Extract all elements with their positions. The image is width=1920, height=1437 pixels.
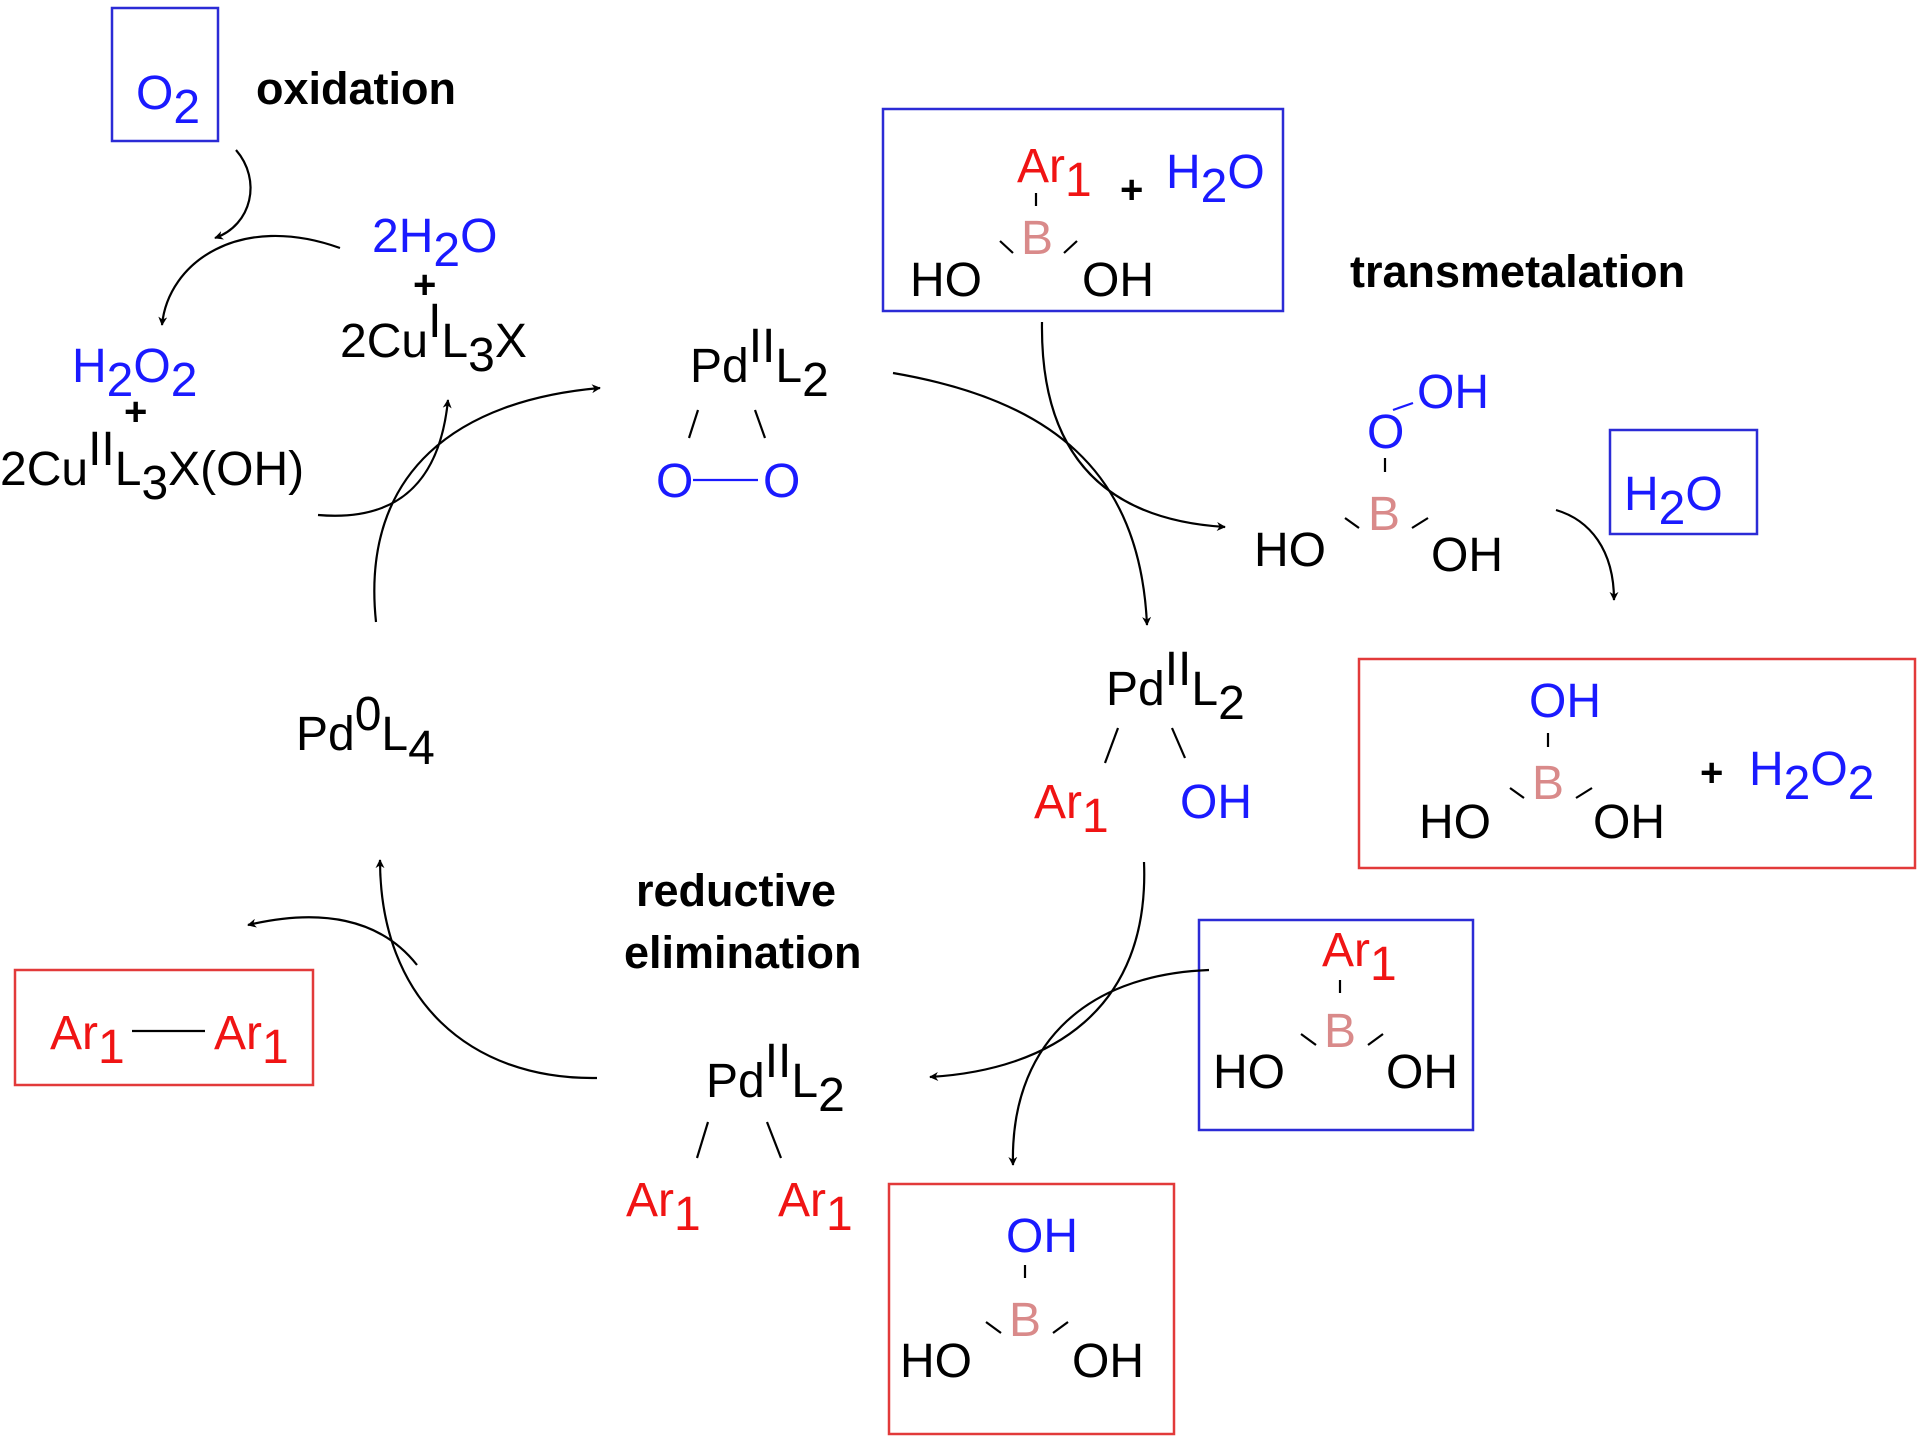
svg-text:OH: OH xyxy=(1072,1335,1144,1388)
svg-text:B: B xyxy=(1009,1294,1041,1347)
second-transmetalation-arrow xyxy=(929,861,1146,1082)
svg-text:+: + xyxy=(124,390,147,434)
svg-text:+: + xyxy=(1700,751,1723,795)
svg-text:OH: OH xyxy=(1082,254,1154,307)
svg-text:HO: HO xyxy=(1254,524,1326,577)
palladium-peroxo-complex: PdIIL2 O O xyxy=(656,320,829,508)
boric-acid-box xyxy=(887,1182,1176,1436)
product-box xyxy=(1357,657,1917,870)
svg-text:Ar1: Ar1 xyxy=(50,1007,125,1074)
boric-acid-release-arrow xyxy=(1008,968,1210,1166)
svg-text:OH: OH xyxy=(1417,366,1489,419)
svg-text:Ar1: Ar1 xyxy=(214,1007,289,1074)
oxidative-addition-arrow xyxy=(373,384,601,623)
copper-i-species: 2H2O + 2CuIL3X xyxy=(340,210,527,382)
peroxyboron-intermediate: O OH B HO OH xyxy=(1254,366,1503,582)
water-label: 2H2O xyxy=(372,210,497,277)
oxygen-reagent: O2 xyxy=(110,6,220,143)
boronic-acid-reagent: Ar1 B HO OH xyxy=(1197,918,1475,1132)
boronic-acid-box xyxy=(1197,918,1475,1132)
svg-text:H2O2: H2O2 xyxy=(1749,743,1874,810)
reductive-elimination-arrow xyxy=(375,859,598,1080)
oxidation-label: oxidation xyxy=(256,63,456,114)
reaction-arrows xyxy=(158,149,1619,1166)
boric-acid-product: OH B HO OH xyxy=(887,1182,1176,1436)
water-byproduct: H2O xyxy=(1608,428,1759,536)
svg-text:OH: OH xyxy=(1431,529,1503,582)
svg-text:B: B xyxy=(1021,212,1053,265)
svg-text:O: O xyxy=(1367,406,1404,459)
transmetalation-label: transmetalation xyxy=(1350,246,1685,297)
svg-text:OH: OH xyxy=(1006,1210,1078,1263)
svg-text:O: O xyxy=(656,455,693,508)
boric-acid-peroxide-product: OH B HO OH + H2O2 xyxy=(1357,657,1917,870)
svg-text:Ar1: Ar1 xyxy=(1322,924,1397,991)
svg-text:Ar1: Ar1 xyxy=(1017,140,1092,207)
svg-text:OH: OH xyxy=(1593,796,1665,849)
biaryl-box xyxy=(13,968,315,1087)
palladium-diaryl-complex: PdIIL2 Ar1 Ar1 xyxy=(626,1035,853,1241)
svg-text:B: B xyxy=(1532,757,1564,810)
copper-oxidation-arrow xyxy=(158,234,341,326)
svg-text:Ar1: Ar1 xyxy=(1034,776,1109,843)
svg-text:Ar1: Ar1 xyxy=(778,1174,853,1241)
biaryl-release-arrow xyxy=(247,916,418,966)
reagent-box xyxy=(881,107,1285,313)
svg-text:OH: OH xyxy=(1180,776,1252,829)
hydrogen-peroxide-label: H2O2 xyxy=(72,340,197,407)
svg-text:B: B xyxy=(1368,488,1400,541)
oxygen-arrow xyxy=(214,149,252,240)
svg-text:O2: O2 xyxy=(136,67,200,134)
copper-ii-species: H2O2 + 2CuIIL3X(OH) xyxy=(0,340,304,510)
svg-text:B: B xyxy=(1324,1005,1356,1058)
palladium-zero-complex: Pd0L4 xyxy=(296,688,435,775)
transmetalation-arrow xyxy=(892,371,1152,626)
copper-ii-label: 2CuIIL3X(OH) xyxy=(0,423,304,510)
svg-text:HO: HO xyxy=(900,1335,972,1388)
elimination-label: elimination xyxy=(624,927,862,978)
palladium-aryl-hydroxo-complex: PdIIL2 Ar1 OH xyxy=(1034,643,1252,843)
copper-i-label: 2CuIL3X xyxy=(340,295,527,382)
boronic-acid-uptake-arrow xyxy=(1040,321,1226,531)
svg-text:Ar1: Ar1 xyxy=(626,1174,701,1241)
boronic-acid-water-reagent: Ar1 B HO OH + H2O xyxy=(881,107,1285,313)
water-box xyxy=(1608,428,1759,536)
svg-text:HO: HO xyxy=(1419,796,1491,849)
water-release-arrow xyxy=(1555,508,1619,601)
svg-text:HO: HO xyxy=(910,254,982,307)
svg-text:+: + xyxy=(1120,168,1143,212)
svg-text:OH: OH xyxy=(1386,1046,1458,1099)
svg-text:PdIIL2: PdIIL2 xyxy=(690,320,829,407)
svg-text:H2O: H2O xyxy=(1624,468,1723,535)
reductive-label: reductive xyxy=(636,865,836,916)
svg-text:HO: HO xyxy=(1213,1046,1285,1099)
copper-regeneration-arrow xyxy=(317,399,452,517)
svg-text:O: O xyxy=(763,455,800,508)
svg-text:PdIIL2: PdIIL2 xyxy=(1106,643,1245,730)
svg-text:PdIIL2: PdIIL2 xyxy=(706,1035,845,1122)
svg-text:H2O: H2O xyxy=(1166,146,1265,213)
biaryl-product: Ar1 Ar1 xyxy=(13,968,315,1087)
svg-text:+: + xyxy=(413,263,436,307)
oxygen-box xyxy=(110,6,220,143)
svg-text:OH: OH xyxy=(1529,675,1601,728)
